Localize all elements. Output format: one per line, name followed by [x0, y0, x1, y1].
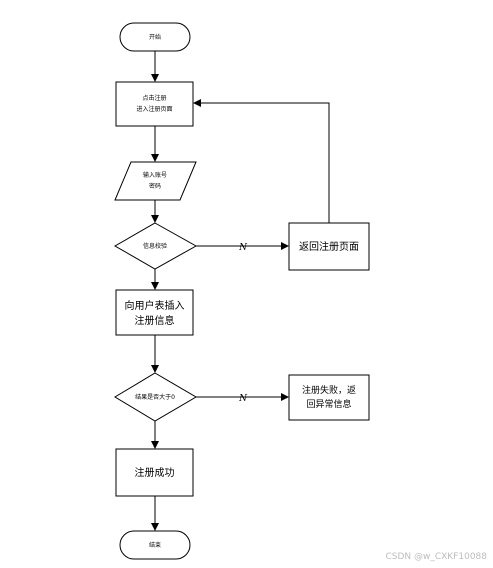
input-label-line1: 输入账号	[143, 171, 167, 179]
input-label-line2: 密码	[149, 182, 161, 190]
register-fail-node: 注册失败，返 回异常信息	[288, 374, 370, 421]
edge-label-check-no: N	[238, 243, 248, 253]
fail-label-line2: 回异常信息	[306, 398, 351, 410]
edge-label-result-no: N	[238, 394, 248, 404]
end-node: 结束	[119, 530, 191, 560]
edge-back-to-click	[193, 99, 330, 223]
insert-label-line1: 向用户表插入	[125, 299, 185, 312]
start-node: 开始	[119, 22, 191, 52]
fail-label-line1: 注册失败，返	[302, 384, 356, 396]
click-register-node: 点击注册 进入注册页面	[115, 81, 194, 127]
success-label: 注册成功	[135, 466, 175, 479]
start-label: 开始	[149, 33, 161, 41]
info-check-label: 信息校验	[143, 242, 167, 250]
register-success-node: 注册成功	[115, 448, 194, 497]
input-account-node: 输入账号 密码	[114, 161, 197, 201]
back-register-node: 返回注册页面	[288, 222, 370, 271]
insert-user-node: 向用户表插入 注册信息	[115, 289, 194, 336]
insert-label-line2: 注册信息	[135, 314, 175, 327]
info-check-decision: 信息校验	[113, 222, 198, 270]
click-register-label-line1: 点击注册	[142, 94, 166, 102]
result-check-label: 结果是否大于0	[135, 393, 175, 401]
back-register-label: 返回注册页面	[299, 240, 359, 253]
result-check-decision: 结果是否大于0	[114, 372, 197, 422]
end-label: 结束	[149, 541, 161, 549]
watermark: CSDN @w_CXKF10088	[385, 552, 487, 562]
click-register-label-line2: 进入注册页面	[136, 105, 172, 113]
